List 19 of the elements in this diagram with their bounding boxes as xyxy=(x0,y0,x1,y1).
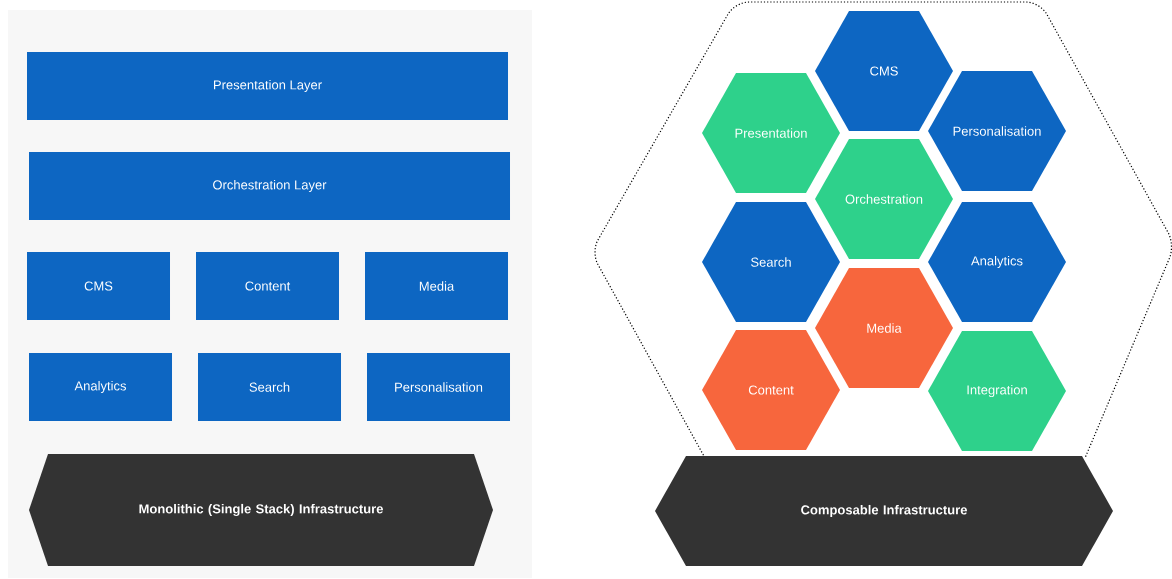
hexagon-tile: Personalisation xyxy=(928,71,1066,191)
hexagon-tile: Content xyxy=(702,330,840,450)
layer-box: Content xyxy=(196,252,339,320)
layer-box: Search xyxy=(198,353,341,421)
layer-box: Personalisation xyxy=(367,353,510,421)
layer-box: Analytics xyxy=(29,353,172,421)
hexagon-tile: Integration xyxy=(928,331,1066,451)
hexagon-tile: CMS xyxy=(815,11,953,131)
layer-box: Presentation Layer xyxy=(27,52,508,120)
layer-box: CMS xyxy=(27,252,170,320)
infrastructure-band: Monolithic (Single Stack) Infrastructure xyxy=(29,454,493,566)
layer-box: Orchestration Layer xyxy=(29,152,510,220)
hexagon-tile: Presentation xyxy=(702,73,840,193)
layer-box: Media xyxy=(365,252,508,320)
hexagon-tile: Search xyxy=(702,202,840,322)
hexagon-tile: Analytics xyxy=(928,202,1066,322)
hexagon-tile: Orchestration xyxy=(815,139,953,259)
hexagon-tile: Media xyxy=(815,268,953,388)
infrastructure-band: Composable Infrastructure xyxy=(655,456,1113,566)
